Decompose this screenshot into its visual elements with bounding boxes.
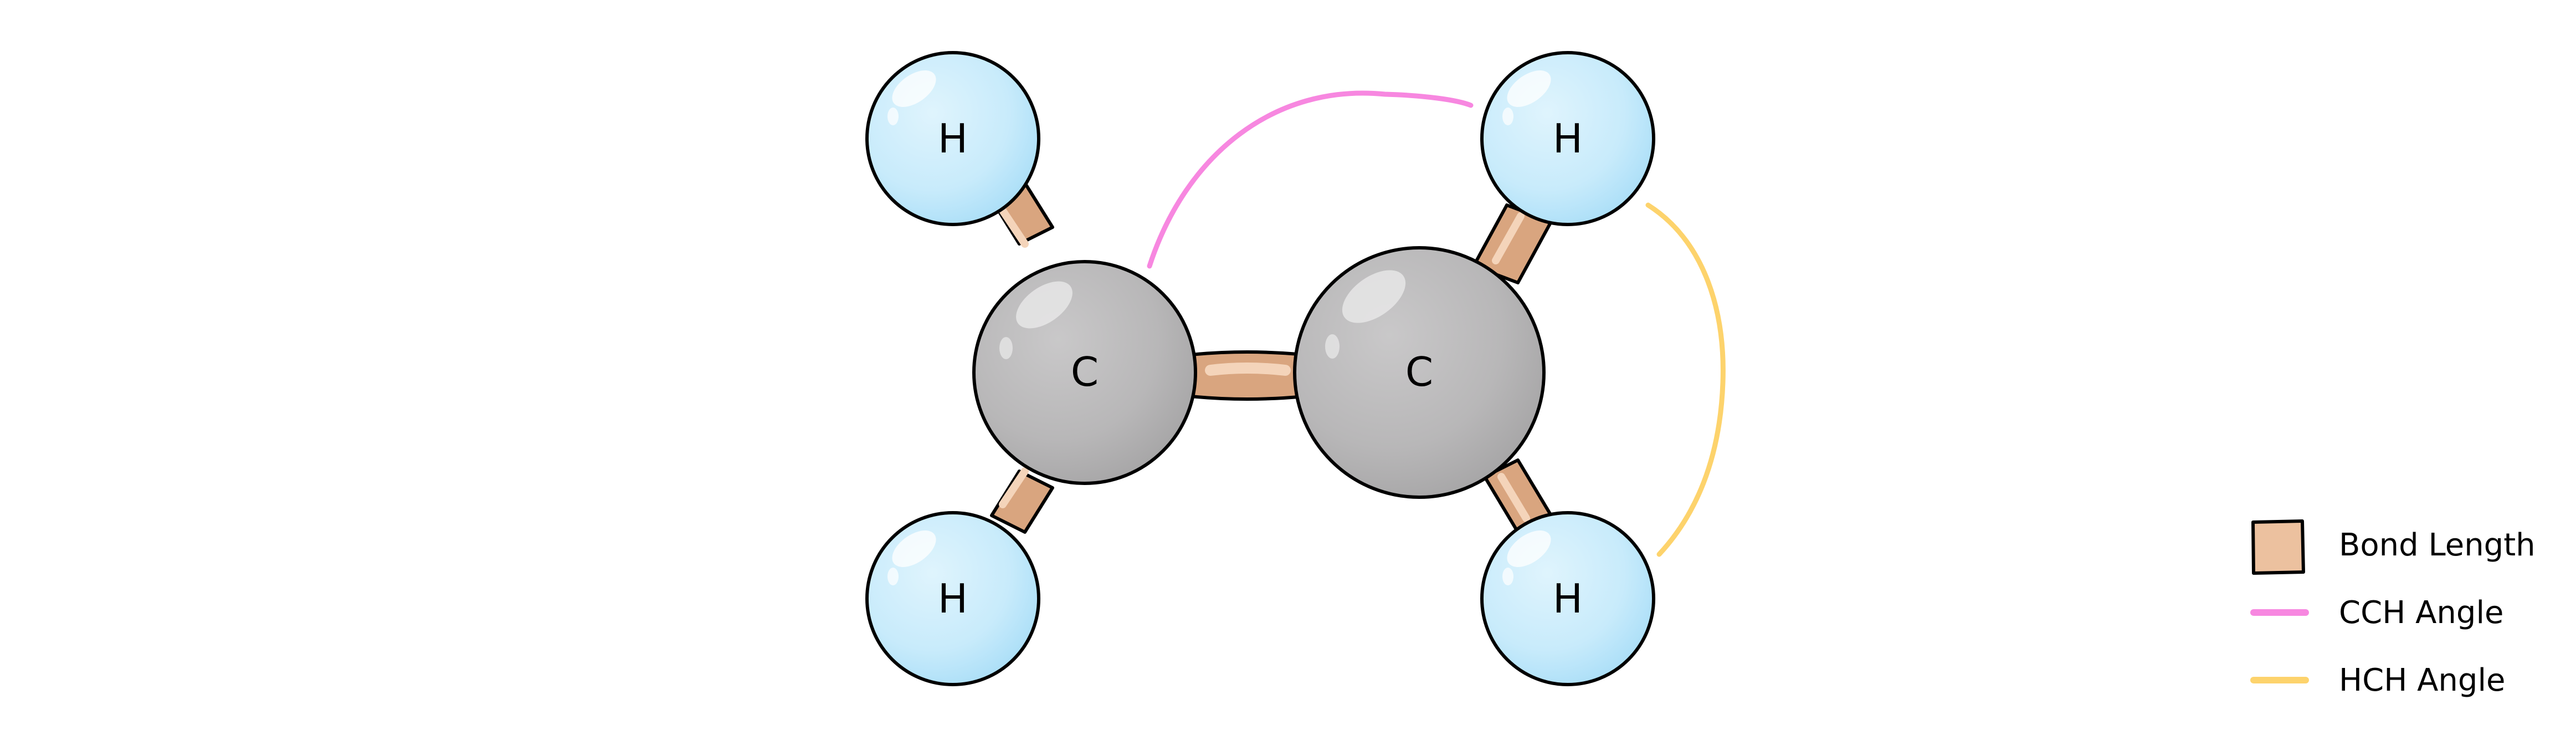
bond-length-swatch [2251,519,2305,575]
legend-item-cch-angle: CCH Angle [2250,595,2503,631]
legend-item-bond-length: Bond Length [2251,519,2536,575]
atom-c1: C [972,260,1197,485]
atom-h3-label: H [1553,115,1583,162]
atom-h4-label: H [1553,575,1583,622]
legend-label-bond-length: Bond Length [2339,527,2536,563]
atom-c2: C [1293,246,1546,499]
legend-label-hch-angle: HCH Angle [2339,662,2505,698]
atom-h4: H [1480,511,1655,686]
atom-c1-label: C [1071,349,1099,395]
atom-h2: H [865,511,1040,686]
legend-item-hch-angle: HCH Angle [2250,662,2505,698]
legend-label-cch-angle: CCH Angle [2339,595,2503,631]
atom-h1-label: H [938,115,968,162]
atom-h2-label: H [938,575,968,622]
hch-angle-arc [1645,202,1726,557]
cch-angle-arc [1147,90,1474,269]
bond-c1-h2 [990,467,1054,534]
atom-h3: H [1480,51,1655,226]
atom-c2-label: C [1405,349,1433,395]
legend: Bond Length CCH Angle HCH Angle [2250,519,2536,698]
bond-c1-c2 [1189,350,1306,401]
atom-h1: H [865,51,1040,226]
